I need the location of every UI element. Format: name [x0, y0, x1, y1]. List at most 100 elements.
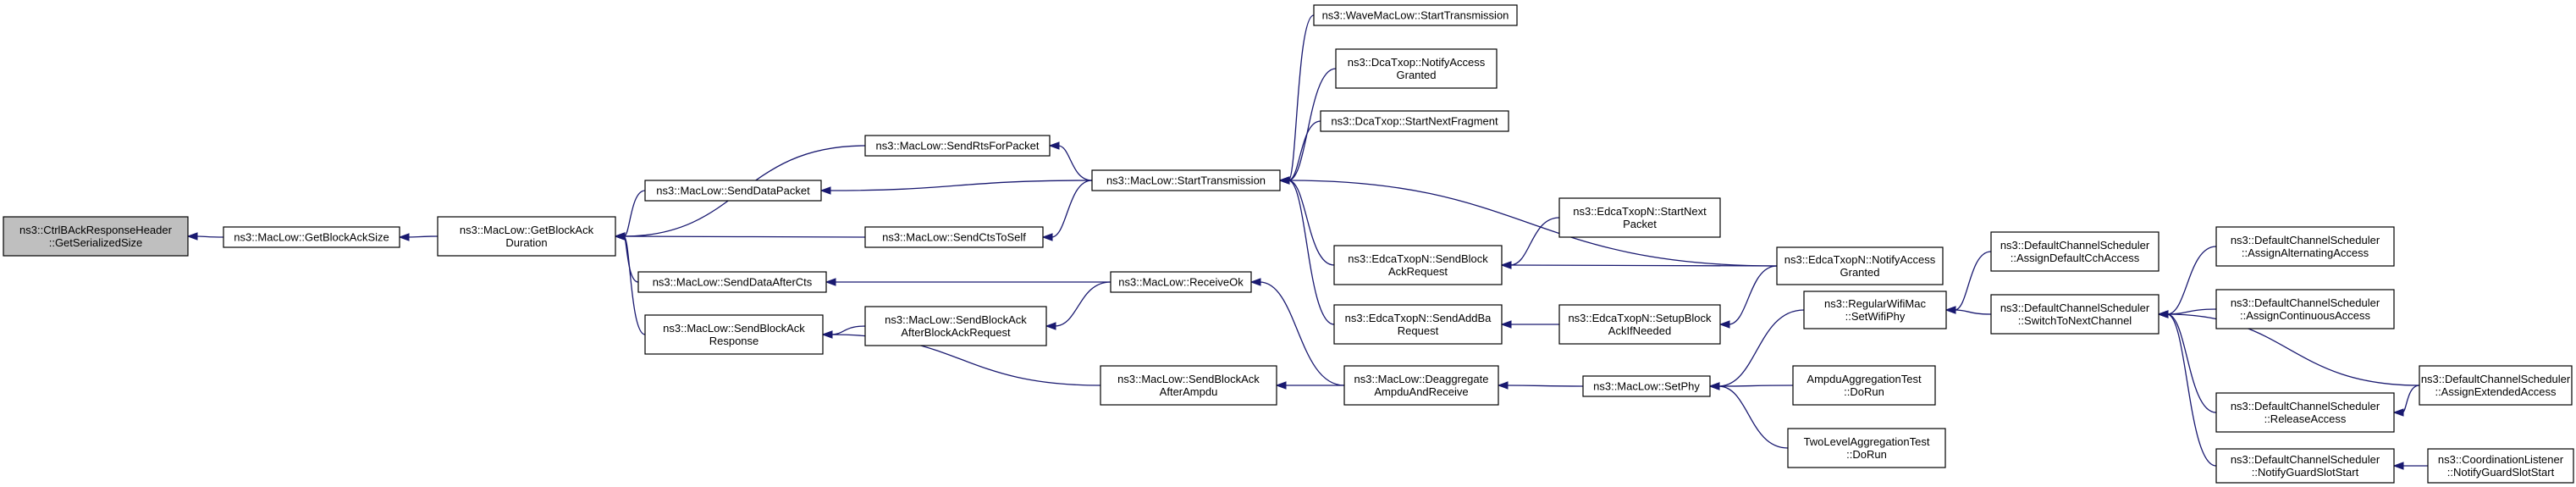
edge-n32-to-n30	[2392, 385, 2420, 417]
node-ns3-maclow-senddatapacket[interactable]: ns3::MacLow::SendDataPacket	[644, 180, 822, 202]
node-label-line: ns3::MacLow::GetBlockAckSize	[234, 231, 389, 244]
edge-line	[1718, 309, 1805, 387]
node-label-line: ns3::EdcaTxopN::SendBlock	[1348, 252, 1488, 265]
nodes-layer: ns3::CtrlBAckResponseHeader::GetSerializ…	[3, 4, 2574, 484]
node-ns3-defaultchannelscheduler-switchtonextchannel[interactable]: ns3::DefaultChannelScheduler::SwitchToNe…	[1990, 294, 2160, 335]
node-ns3-maclow-receiveok[interactable]: ns3::MacLow::ReceiveOk	[1110, 271, 1252, 293]
node-label-line: ns3::MacLow::SendBlockAck	[885, 313, 1027, 326]
node-ns3-coordinationlistener-notifyguardslotstart[interactable]: ns3::CoordinationListener::NotifyGuardSl…	[2427, 448, 2574, 484]
edge-n19-to-n16	[1500, 217, 1560, 269]
arrow-head	[1041, 233, 1053, 241]
node-label-line: Request	[1398, 324, 1439, 337]
edge-line	[1509, 217, 1560, 266]
node-label-line: ::DoRun	[1846, 448, 1887, 461]
arrow-head	[1278, 176, 1290, 185]
edge-line	[1288, 68, 1337, 181]
node-ns3-maclow-sendblockack-afterblockackrequest[interactable]: ns3::MacLow::SendBlockAckAfterBlockAckRe…	[864, 306, 1047, 346]
arrow-head	[614, 232, 626, 241]
edge-line	[623, 190, 646, 237]
node-label-line: ns3::DefaultChannelScheduler	[2421, 373, 2571, 385]
node-ns3-wavemaclow-starttransmission[interactable]: ns3::WaveMacLow::StartTransmission	[1313, 4, 1518, 26]
node-box	[1110, 271, 1252, 293]
node-box	[1803, 291, 1947, 329]
node-ns3-maclow-senddataaftercts[interactable]: ns3::MacLow::SendDataAfterCts	[637, 271, 827, 293]
node-label-line: ns3::CoordinationListener	[2438, 453, 2564, 466]
node-ampduaggregationtest-dorun[interactable]: AmpduAggregationTest::DoRun	[1792, 365, 1936, 406]
node-ns3-defaultchannelscheduler-assigndefaultcchaccess[interactable]: ns3::DefaultChannelScheduler::AssignDefa…	[1990, 231, 2160, 272]
node-box	[1333, 304, 1503, 345]
edge-line	[2166, 313, 2217, 413]
node-box	[1320, 110, 1509, 132]
node-label-line: ns3::CtrlBAckResponseHeader	[19, 224, 173, 236]
node-ns3-dcatxop-startnextfragment[interactable]: ns3::DcaTxop::StartNextFragment	[1320, 110, 1509, 132]
node-box	[1313, 4, 1518, 26]
node-label-line: ns3::DefaultChannelScheduler	[2000, 239, 2150, 252]
node-ns3-defaultchannelscheduler-releaseaccess[interactable]: ns3::DefaultChannelScheduler::ReleaseAcc…	[2215, 392, 2395, 433]
edge-line	[1054, 281, 1111, 327]
node-ns3-defaultchannelscheduler-notifyguardslotstart[interactable]: ns3::DefaultChannelScheduler::NotifyGuar…	[2215, 448, 2395, 484]
edge-line	[623, 235, 646, 335]
edge-n11-to-n4	[1048, 141, 1093, 181]
node-box	[864, 226, 1044, 248]
node-label-line: ns3::EdcaTxopN::SendAddBa	[1345, 312, 1492, 324]
node-ns3-maclow-sendrtsforpacket[interactable]: ns3::MacLow::SendRtsForPacket	[864, 135, 1051, 157]
node-label-line: ::SetWifiPhy	[1845, 310, 1906, 323]
node-ns3-maclow-starttransmission[interactable]: ns3::MacLow::StartTransmission	[1091, 169, 1281, 191]
edge-n28-to-n27	[2157, 246, 2217, 318]
arrow-head	[398, 233, 410, 241]
node-ns3-defaultchannelscheduler-assignalternatingaccess[interactable]: ns3::DefaultChannelScheduler::AssignAlte…	[2215, 226, 2395, 267]
node-label-line: AmpduAndReceive	[1374, 385, 1468, 398]
node-label-line: Granted	[1840, 266, 1880, 279]
node-box	[644, 180, 822, 202]
node-ns3-maclow-setphy[interactable]: ns3::MacLow::SetPhy	[1582, 375, 1711, 397]
edge-line	[2402, 385, 2420, 413]
node-label-line: Packet	[1623, 218, 1657, 230]
node-ns3-maclow-sendctstoself[interactable]: ns3::MacLow::SendCtsToSelf	[864, 226, 1044, 248]
edge-n23-to-n21	[1708, 309, 1805, 390]
arrow-head	[1497, 381, 1509, 390]
edge-n31-to-n27	[2157, 310, 2217, 467]
arrow-head	[2392, 462, 2404, 470]
edge-n30-to-n27	[2157, 310, 2217, 413]
edge-line	[829, 180, 1093, 191]
edge-n13-to-n11	[1278, 14, 1315, 185]
node-label-line: ::ReleaseAccess	[2264, 412, 2347, 425]
edge-n11-to-n6	[1041, 180, 1093, 241]
node-ns3-defaultchannelscheduler-assigncontinuousaccess[interactable]: ns3::DefaultChannelScheduler::AssignCont…	[2215, 289, 2395, 329]
node-label-line: ::NotifyGuardSlotStart	[2447, 466, 2555, 479]
arrow-head	[2392, 408, 2404, 417]
node-label-line: ::SwitchToNextChannel	[2018, 314, 2132, 327]
node-box	[1776, 246, 1944, 285]
node-box	[1343, 365, 1499, 406]
edge-n18-to-n12	[1249, 278, 1345, 386]
node-label-line: Duration	[505, 236, 547, 249]
node-ns3-regularwifimac-setwifiphy[interactable]: ns3::RegularWifiMac::SetWifiPhy	[1803, 291, 1947, 329]
node-label-line: ns3::MacLow::SendBlockAck	[663, 322, 805, 335]
arrow-head	[819, 186, 831, 195]
node-label-line: ns3::MacLow::GetBlockAck	[460, 224, 594, 236]
edge-n12-to-n7	[825, 278, 1111, 286]
node-ns3-defaultchannelscheduler-assignextendedaccess[interactable]: ns3::DefaultChannelScheduler::AssignExte…	[2419, 365, 2573, 406]
node-ns3-maclow-getblockacksize[interactable]: ns3::MacLow::GetBlockAckSize	[223, 226, 400, 248]
node-label-line: ::AssignAlternatingAccess	[2242, 246, 2369, 259]
node-label-line: ns3::MacLow::ReceiveOk	[1118, 276, 1244, 289]
node-label-line: ns3::DefaultChannelScheduler	[2231, 453, 2380, 466]
edge-n20-to-n17	[1500, 320, 1559, 329]
edges-layer	[186, 14, 2429, 470]
node-box	[1990, 294, 2160, 335]
node-box	[1582, 375, 1711, 397]
edge-n22-to-n16	[1500, 261, 1778, 269]
node-twolevelaggregationtest-dorun[interactable]: TwoLevelAggregationTest::DoRun	[1787, 428, 1946, 468]
node-box	[1335, 48, 1498, 89]
